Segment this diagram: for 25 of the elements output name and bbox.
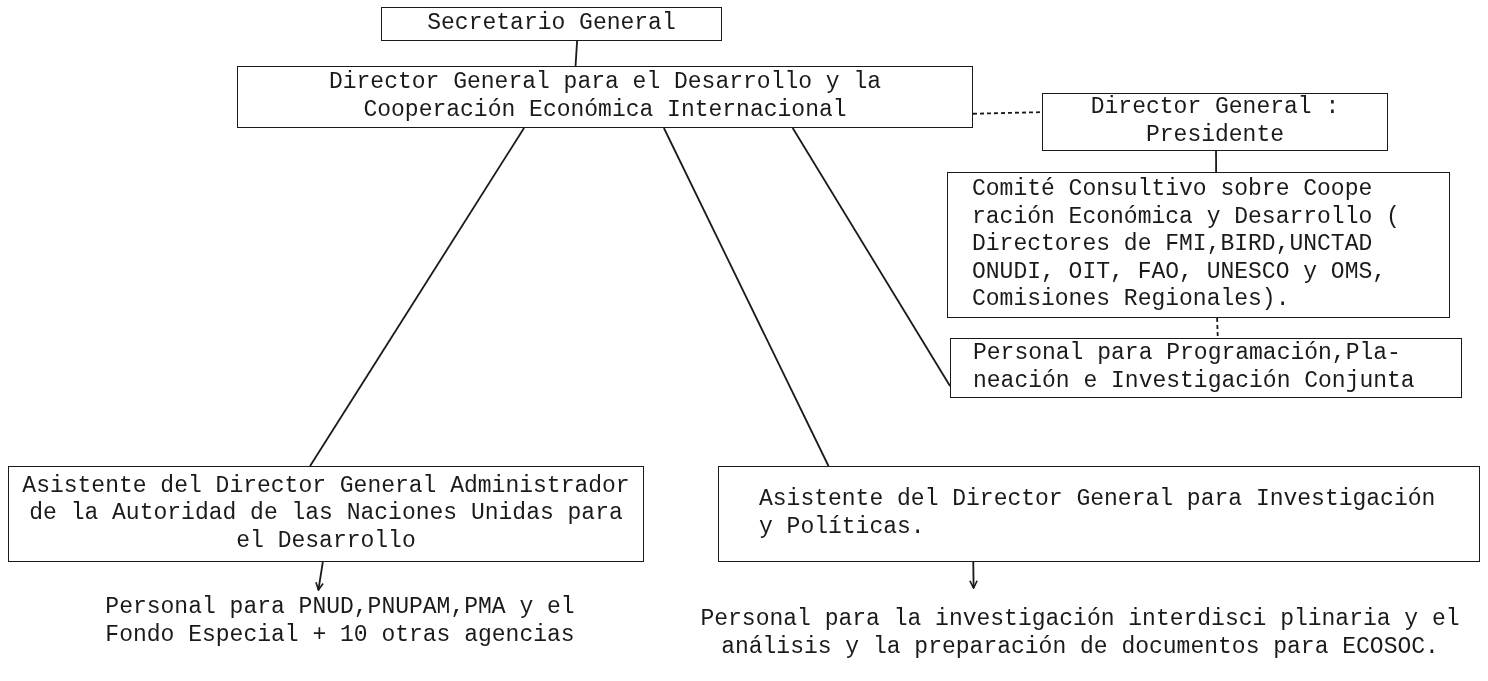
org-box (947, 172, 1450, 318)
org-box (381, 7, 722, 41)
note-text: Personal para PNUD,PNUPAM,PMA y el Fondo Especial + 10 otras agencias (70, 590, 610, 654)
box-label: Comité Consultivo sobre Coope ración Económica y Desarrollo ( Directores de FMI,BIRD,UNCTAD ONUDI, OIT, FAO, UNESCO y OMS, Comisiones Regionales). (972, 176, 1401, 314)
arrow (969, 561, 978, 589)
org-box (1042, 93, 1388, 151)
connector-line (1215, 150, 1217, 173)
arrow (315, 561, 324, 591)
box-label: Asistente del Director General para Investigación y Políticas. (759, 486, 1437, 542)
box-label: Asistente del Director General Administrador de la Autoridad de las Naciones Unidas para el Desarrollo (21, 472, 631, 556)
org-box (237, 66, 973, 128)
connector-line (791, 127, 951, 387)
connector-line (1216, 317, 1219, 339)
connector-line (574, 40, 578, 67)
box-label: Director General para el Desarrollo y la Cooperación Económica Internacional (327, 69, 883, 125)
org-box (950, 338, 1462, 398)
connector-line (972, 111, 1043, 115)
connector-line (663, 127, 830, 467)
org-box (718, 466, 1480, 562)
connector-line (309, 127, 525, 467)
box-label: Director General : Presidente (1089, 94, 1341, 150)
box-label: Personal para Programación,Pla- neación e Investigación Conjunta (973, 340, 1416, 396)
org-box (8, 466, 644, 562)
note-text: Personal para la investigación interdisci plinaria y el análisis y la preparación de documentos para ECOSOC. (700, 588, 1460, 680)
box-label: Secretario General (426, 10, 677, 38)
